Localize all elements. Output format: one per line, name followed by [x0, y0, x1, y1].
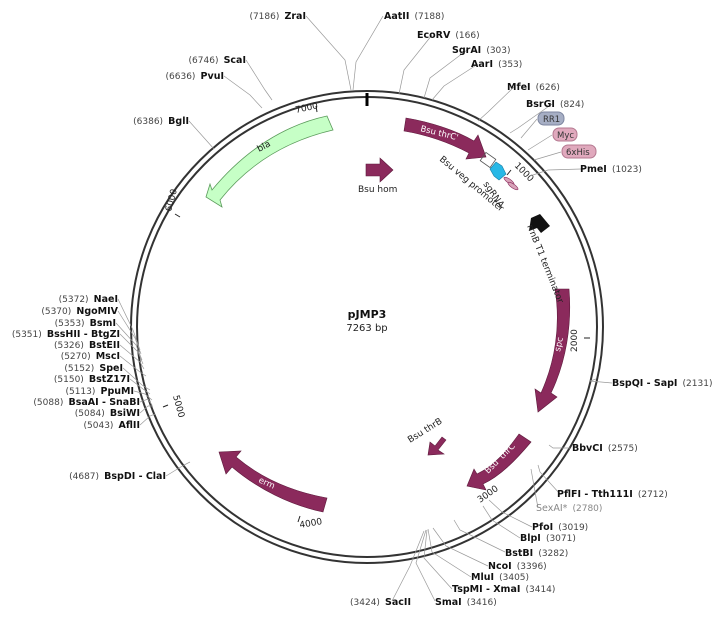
site-pvui[interactable]: (6636) PvuI [166, 64, 224, 83]
bsu-thrc-top-feature[interactable] [403, 117, 487, 160]
sites-left: (7186) ZraI (3424) SacII (4687) BspDI - … [12, 4, 411, 609]
site-ngomiv[interactable]: (5370) NgoMIV [41, 299, 118, 318]
sites-right: AatII (7188) EcoRV (166) SgrAI (303) Aar… [384, 4, 712, 609]
myc-tag-label: Myc [557, 131, 574, 141]
site-mlui[interactable]: MluI (3405) [471, 565, 529, 584]
myc-tag[interactable] [552, 127, 578, 142]
site-sacii[interactable]: (3424) SacII [350, 590, 411, 609]
site-bspqi-sapi[interactable]: BspQI - SapI (2131) [612, 371, 712, 390]
erm-feature[interactable] [218, 450, 328, 513]
site-pfoi[interactable]: PfoI (3019) [532, 515, 588, 534]
bsu-thrb-feature[interactable] [427, 436, 447, 456]
tick-label-4000: 4000 [299, 517, 324, 531]
tick-label-7000: 7000 [295, 101, 320, 116]
site-bsshii-btgzi[interactable]: (5351) BssHII - BtgZI [12, 322, 120, 341]
site-bgli[interactable]: (6386) BglI [133, 109, 189, 128]
bsu-hom-label: Bsu hom [358, 185, 397, 195]
site-bsiwi[interactable]: (5084) BsiWI [75, 401, 140, 420]
site-smai[interactable]: SmaI (3416) [435, 590, 497, 609]
6xhis-tag-label: 6xHis [566, 148, 590, 158]
site-bstz17i[interactable]: (5150) BstZ17I [54, 367, 130, 386]
rrnb-t1-terminator-feature[interactable] [529, 214, 550, 233]
bsu-thrc-bottom-feature[interactable] [466, 433, 532, 491]
promoter-outline [479, 151, 497, 169]
tick-label-5000: 5000 [170, 394, 186, 419]
tick-label-1000: 1000 [512, 161, 535, 184]
site-bbvci[interactable]: BbvCI (2575) [572, 436, 638, 455]
site-mfei[interactable]: MfeI (626) [507, 75, 560, 94]
rrnb-t1-terminator-label: rrnB T1 terminator [524, 223, 565, 305]
site-leaders [115, 15, 613, 602]
site-naei[interactable]: (5372) NaeI [59, 287, 118, 306]
site-aari[interactable]: AarI (353) [471, 52, 522, 71]
rr1-tag-label: RR1 [543, 115, 560, 125]
site-bsaai-snabi[interactable]: (5088) BsaAI - SnaBI [33, 390, 140, 409]
site-tspmi-xmai[interactable]: TspMI - XmaI (3414) [452, 577, 555, 596]
site-aatii[interactable]: AatII (7188) [384, 4, 444, 23]
site-zrai[interactable]: (7186) ZraI [249, 4, 306, 23]
tick-label-6000: 6000 [164, 188, 180, 213]
site-bsrgi[interactable]: BsrGI (824) [526, 92, 584, 111]
site-msci[interactable]: (5270) MscI [61, 344, 120, 363]
site-bsteii[interactable]: (5326) BstEII [54, 333, 120, 352]
site-spei[interactable]: (5152) SpeI [64, 356, 123, 375]
bsu-hom-feature[interactable] [365, 157, 394, 183]
bla-feature[interactable] [205, 115, 334, 208]
backbone [130, 90, 604, 564]
sgrna-feature[interactable] [503, 176, 519, 191]
spc-label: spc [553, 336, 566, 353]
site-scai[interactable]: (6746) ScaI [189, 48, 246, 67]
site-ecorv[interactable]: EcoRV (166) [417, 23, 480, 42]
site-pmei[interactable]: PmeI (1023) [580, 157, 642, 176]
site-sgrai[interactable]: SgrAI (303) [452, 38, 511, 57]
center-title: pJMP3 7263 bp [346, 308, 387, 334]
tick-label-2000: 2000 [570, 329, 580, 352]
plasmid-name: pJMP3 [348, 308, 387, 321]
site-ppumi[interactable]: (5113) PpuMI [65, 379, 134, 398]
site-sexai[interactable]: SexAI* (2780) [536, 496, 602, 515]
site-ncoi[interactable]: NcoI (3396) [488, 554, 547, 573]
tags: RR1 Myc 6xHis [520, 111, 597, 161]
site-bstbi[interactable]: BstBI (3282) [505, 541, 568, 560]
site-blpi[interactable]: BlpI (3071) [520, 526, 576, 545]
site-bspdi-clai[interactable]: (4687) BspDI - ClaI [69, 464, 166, 483]
site-aflii[interactable]: (5043) AflII [84, 413, 141, 432]
features: bla Bsu thrC' Bsu hom spc Bsu 'thrC Bsu … [205, 115, 571, 513]
rr1-tag[interactable] [537, 111, 565, 126]
spc-feature[interactable] [534, 288, 571, 413]
site-pflfi-tth111i[interactable]: PflFI - Tth111I (2712) [557, 482, 668, 501]
6xhis-tag[interactable] [561, 144, 597, 159]
bsu-veg-promoter-feature[interactable] [489, 161, 507, 181]
plasmid-size: 7263 bp [346, 323, 387, 334]
site-bsmi[interactable]: (5353) BsmI [55, 311, 116, 330]
